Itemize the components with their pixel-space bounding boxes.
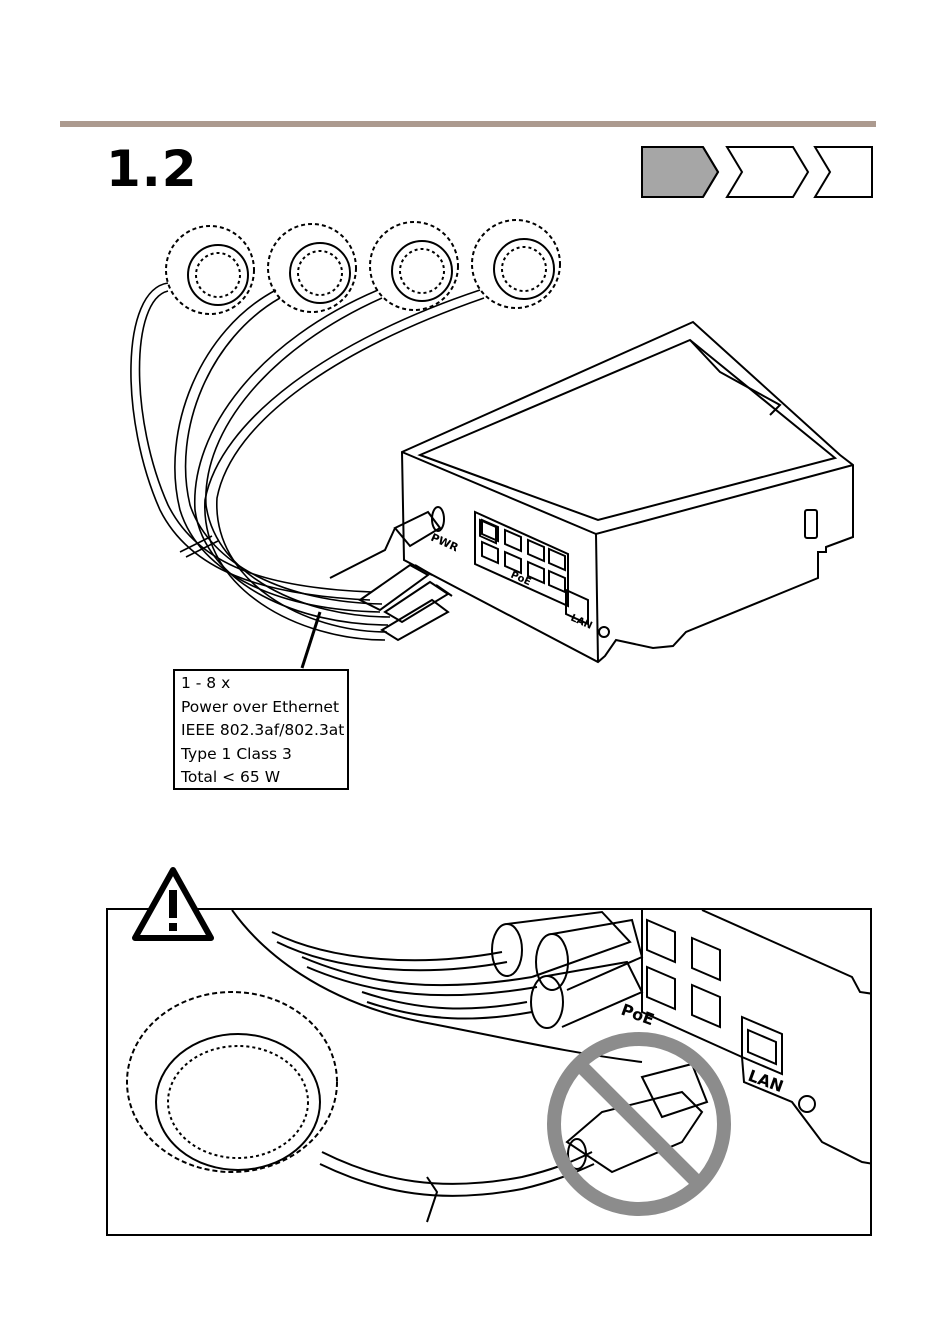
poe-switch — [402, 322, 853, 662]
progress-indicator — [641, 146, 873, 198]
spec-line: IEEE 802.3af/802.3at — [181, 719, 347, 743]
warning-frame: PoE LAN — [106, 908, 872, 1236]
warning-triangle-icon — [131, 866, 215, 942]
progress-step-2 — [727, 147, 808, 197]
switch-connection-illustration: PWR PoE LAN — [0, 215, 933, 670]
poe-port-label-closeup: PoE — [619, 1000, 657, 1029]
progress-step-3 — [815, 147, 872, 197]
spec-line: Type 1 Class 3 — [181, 743, 347, 767]
dome-camera-3 — [370, 222, 458, 310]
poe-spec-box: 1 - 8 x Power over Ethernet IEEE 802.3af… — [173, 669, 349, 790]
dome-camera-4 — [472, 220, 560, 308]
dome-camera-2 — [268, 224, 356, 312]
dome-camera-1 — [166, 226, 254, 314]
step-number: 1.2 — [106, 144, 198, 194]
spec-line: Total < 65 W — [181, 766, 347, 790]
spec-line: 1 - 8 x — [181, 672, 347, 696]
lan-warning-illustration: PoE LAN — [108, 910, 872, 1236]
spec-line: Power over Ethernet — [181, 696, 347, 720]
connected-plugs — [272, 912, 642, 1028]
dome-camera-closeup — [127, 992, 594, 1222]
prohibition-icon — [554, 1039, 724, 1209]
top-rule — [60, 121, 876, 127]
